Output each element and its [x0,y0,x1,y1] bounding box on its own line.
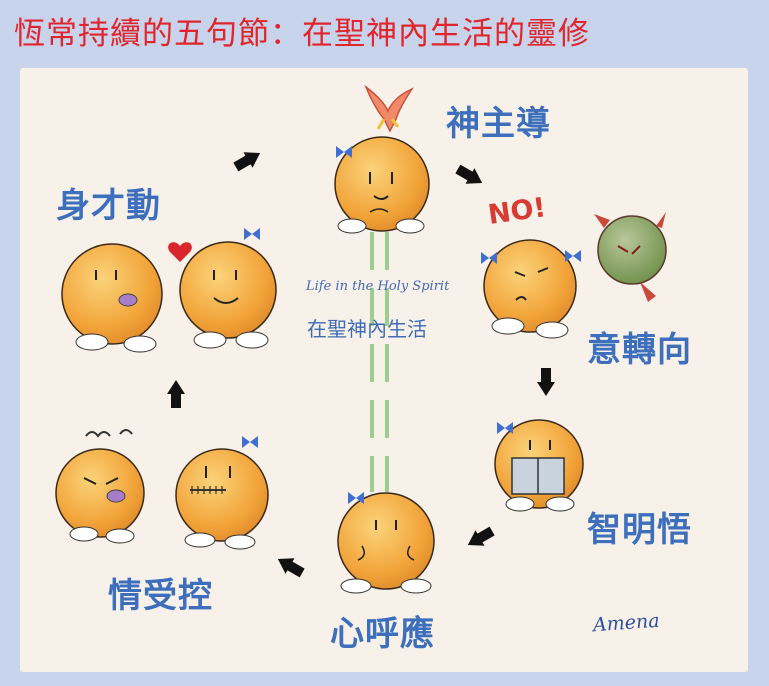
arrow-icon [463,523,496,553]
face-emotions-left [56,449,144,543]
face-heart-responds [338,493,434,593]
bow-icon [242,436,258,448]
face-emotions-right [176,449,268,549]
label-wisdom-awakens: 智明悟 [587,502,692,551]
artist-signature: Amena [592,610,660,637]
label-heart-responds: 心呼應 [330,606,435,655]
face-body-right [180,242,276,348]
center-title-chinese: 在聖神內生活 [307,313,427,342]
label-mind-turns: 意轉向 [587,322,692,371]
steam-icon [86,430,132,436]
arrow-icon [273,551,306,581]
arrow-icon [167,380,185,408]
label-spirit-leads: 神主導 [446,96,551,145]
face-body-left [62,244,162,352]
dove-icon [366,87,412,131]
label-emotions-controlled: 情受控 [108,568,213,617]
devil-icon [594,212,666,302]
heart-icon [168,242,192,262]
center-title-english: Life in the Holy Spirit [306,279,449,294]
arrow-icon [231,145,264,175]
label-body-acts: 身才動 [56,178,161,227]
arrow-icon [453,161,486,191]
bow-icon [244,228,260,240]
center-path [372,232,387,492]
book-icon [512,458,564,494]
face-mind-turns [484,240,576,338]
arrow-icon [537,368,555,396]
